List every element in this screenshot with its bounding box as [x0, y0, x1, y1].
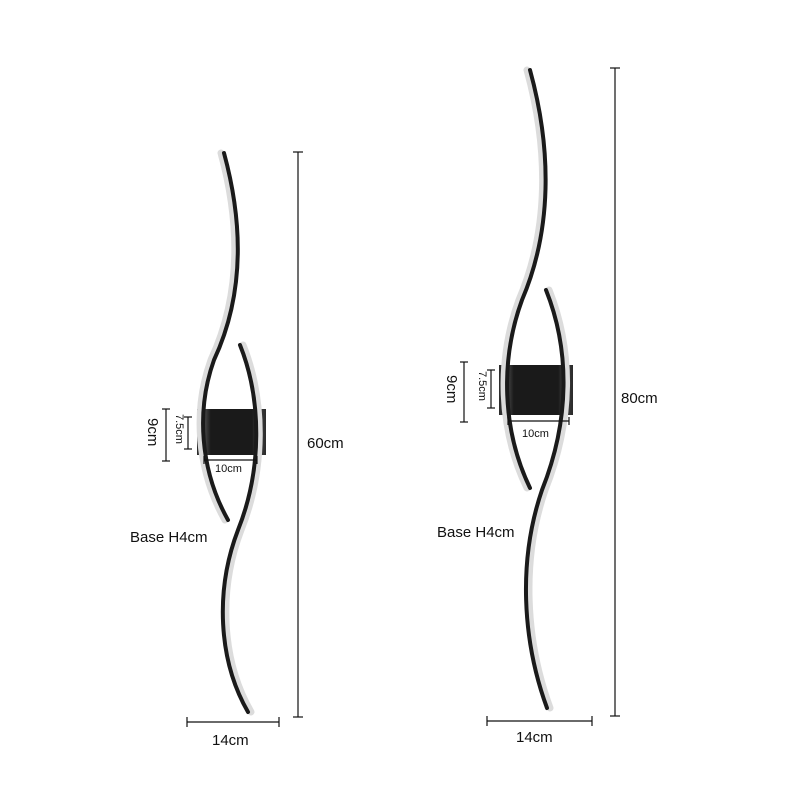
dim-7-5cm-line — [184, 416, 192, 450]
lamp-80cm — [460, 66, 620, 726]
lamp-secondary-bar — [523, 286, 571, 712]
label-base-width: 10cm — [522, 428, 549, 440]
dim-9cm-line — [162, 408, 170, 462]
label-base-width: 10cm — [215, 463, 242, 475]
label-width: 14cm — [212, 732, 249, 749]
dim-width-line — [486, 716, 593, 726]
lamp-secondary-bar — [220, 341, 263, 716]
dim-9cm-line — [460, 361, 468, 423]
label-inner-height: 7.5cm — [173, 414, 185, 444]
lamp-60cm — [162, 149, 303, 727]
lamp-main-bar — [500, 66, 548, 492]
label-outer-height: 9cm — [443, 375, 460, 404]
lamp-main-bar — [196, 149, 240, 524]
dim-height-line — [610, 67, 620, 717]
dim-height-line — [293, 151, 303, 718]
label-height: 80cm — [621, 390, 658, 407]
dim-7-5cm-line — [487, 369, 495, 409]
dim-width-line — [186, 717, 280, 727]
dim-10cm-line — [203, 456, 258, 464]
label-outer-height: 9cm — [144, 418, 161, 447]
label-height: 60cm — [307, 435, 344, 452]
label-base-depth: Base H4cm — [437, 524, 515, 541]
label-base-depth: Base H4cm — [130, 529, 208, 546]
label-width: 14cm — [516, 729, 553, 746]
dim-10cm-line — [507, 417, 570, 425]
label-inner-height: 7.5cm — [476, 371, 488, 401]
